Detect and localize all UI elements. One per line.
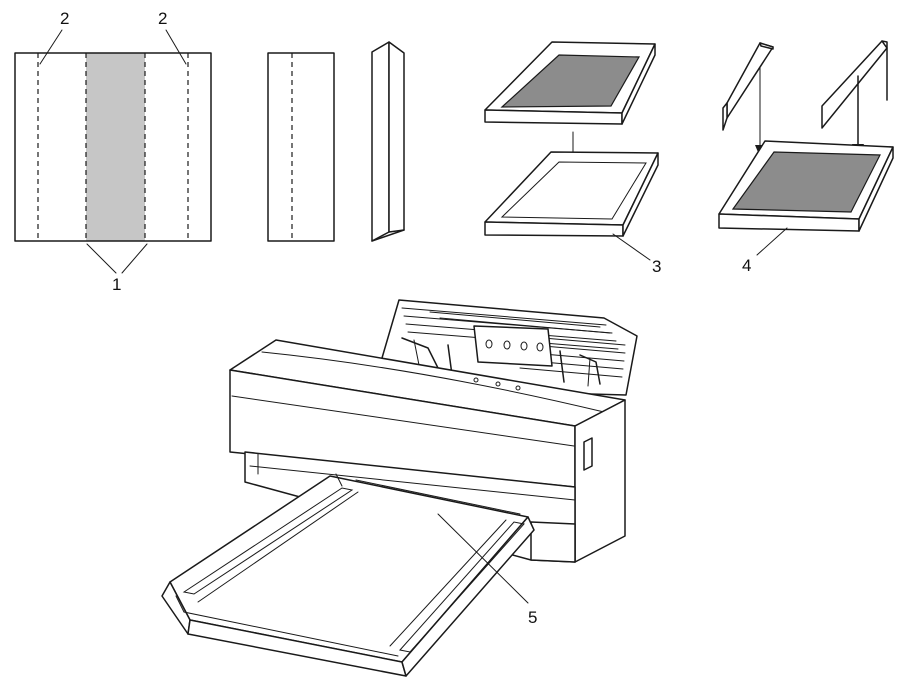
callout-leader-3 [612, 233, 651, 261]
output-tray [161, 473, 535, 677]
callout-label-2-left: 2 [60, 9, 69, 28]
callout-leader-4 [756, 227, 788, 256]
folded-strip [267, 52, 335, 242]
tray-insert-shaded [500, 54, 641, 108]
callout-leaders-2 [39, 29, 187, 65]
shaded-center-strip [86, 53, 145, 241]
fold-guide-left [722, 42, 774, 131]
flat-sheet [14, 52, 212, 242]
sheet-outline [14, 52, 212, 242]
callout-leaders-1 [86, 243, 148, 274]
tray-paper-shaded [731, 151, 881, 213]
tray-with-paper [718, 140, 894, 232]
callout-label-4: 4 [742, 256, 751, 275]
callout-label-2-right: 2 [158, 9, 167, 28]
callout-label-5: 5 [528, 608, 537, 627]
printer [161, 299, 638, 677]
callout-leader-5 [437, 513, 529, 604]
fold-guide-right [821, 40, 888, 129]
callout-label-3: 3 [652, 257, 661, 276]
empty-tray [484, 151, 659, 237]
folded-channel [371, 41, 405, 242]
callout-label-1: 1 [112, 275, 121, 294]
upper-tray-with-insert [484, 41, 656, 125]
